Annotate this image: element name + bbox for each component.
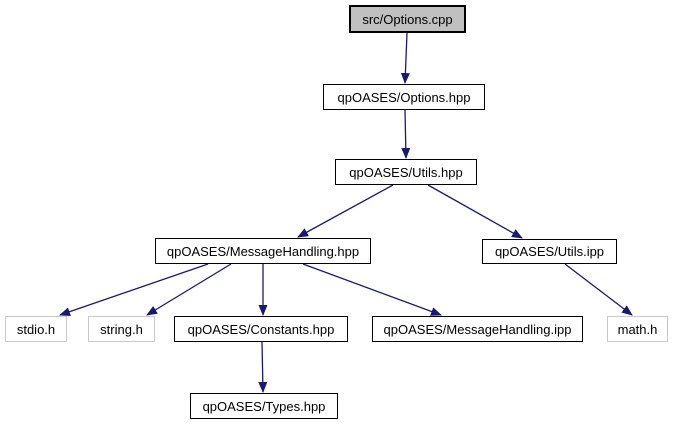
edge-qpoases-utils-hpp-to-qpoases-utils-ipp	[427, 184, 523, 239]
node-label-math-h: math.h	[617, 321, 658, 337]
node-qpoases-utils-hpp[interactable]: qpOASES/Utils.hpp	[335, 159, 477, 185]
node-string-h: string.h	[88, 316, 155, 342]
node-label-qpoases-types-hpp: qpOASES/Types.hpp	[202, 398, 326, 414]
node-label-qpoases-messagehandling-ipp: qpOASES/MessageHandling.ipp	[383, 321, 572, 337]
node-label-qpoases-messagehandling-hpp: qpOASES/MessageHandling.hpp	[166, 243, 360, 259]
node-qpoases-constants-hpp[interactable]: qpOASES/Constants.hpp	[174, 316, 348, 342]
edge-qpoases-utils-ipp-to-math-h	[564, 263, 633, 316]
edge-qpoases-constants-hpp-to-qpoases-types-hpp	[258, 341, 268, 393]
node-qpoases-options-hpp[interactable]: qpOASES/Options.hpp	[323, 84, 485, 110]
node-label-qpoases-constants-hpp: qpOASES/Constants.hpp	[187, 321, 335, 337]
node-label-string-h: string.h	[100, 321, 143, 337]
node-qpoases-utils-ipp[interactable]: qpOASES/Utils.ipp	[482, 239, 617, 264]
edge-src-options-cpp-to-qpoases-options-hpp	[400, 32, 410, 84]
node-src-options-cpp: src/Options.cpp	[349, 5, 466, 33]
edge-qpoases-messagehandling-hpp-to-stdio-h	[59, 263, 209, 316]
node-label-qpoases-utils-ipp: qpOASES/Utils.ipp	[494, 244, 605, 259]
node-qpoases-messagehandling-hpp[interactable]: qpOASES/MessageHandling.hpp	[155, 238, 371, 264]
node-label-qpoases-options-hpp: qpOASES/Options.hpp	[337, 89, 471, 105]
node-math-h: math.h	[607, 316, 668, 342]
edge-qpoases-options-hpp-to-qpoases-utils-hpp	[401, 109, 411, 159]
edge-qpoases-messagehandling-hpp-to-string-h	[146, 263, 232, 316]
node-label-src-options-cpp: src/Options.cpp	[362, 11, 453, 27]
edge-qpoases-utils-hpp-to-qpoases-messagehandling-hpp	[297, 184, 394, 238]
node-stdio-h: stdio.h	[5, 316, 67, 342]
node-label-stdio-h: stdio.h	[16, 321, 56, 337]
edge-qpoases-messagehandling-hpp-to-qpoases-messagehandling-ipp	[302, 263, 442, 316]
node-label-qpoases-utils-hpp: qpOASES/Utils.hpp	[349, 164, 463, 180]
node-qpoases-messagehandling-ipp[interactable]: qpOASES/MessageHandling.ipp	[372, 316, 583, 342]
node-qpoases-types-hpp[interactable]: qpOASES/Types.hpp	[190, 393, 338, 419]
